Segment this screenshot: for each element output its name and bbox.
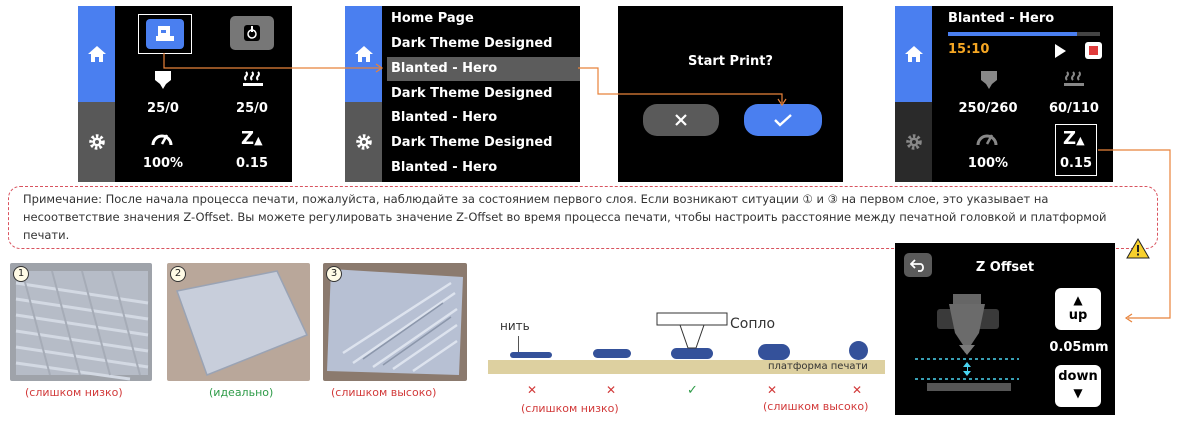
mark-ok: ✓ <box>687 383 698 398</box>
cancel-button[interactable] <box>643 104 719 136</box>
caption-diagram-high: (слишком высоко) <box>763 400 869 413</box>
filament-button[interactable] <box>230 16 274 50</box>
photo-too-high: 3 <box>323 263 467 381</box>
caption-too-low: (слишком низко) <box>25 386 123 399</box>
file-list-item[interactable]: Blanted - Hero <box>391 160 498 175</box>
close-icon <box>675 114 687 126</box>
photo-number: 1 <box>13 266 29 282</box>
layer-diagram: платформа печати нить Сопло ✕ ✕ ✓ ✕ ✕ (с… <box>488 300 886 420</box>
mark-high: ✕ <box>767 383 778 397</box>
photo-number: 3 <box>326 266 342 282</box>
print-time: 15:10 <box>948 42 990 57</box>
file-list-item[interactable]: Home Page <box>391 11 474 26</box>
mark-too-low: ✕ <box>527 383 538 397</box>
z-up-button[interactable]: ▲ up <box>1055 288 1101 330</box>
print-title: Blanted - Hero <box>948 11 1055 26</box>
back-button[interactable] <box>904 253 932 277</box>
arrow-down-icon: ▼ <box>1073 386 1083 400</box>
filament-line-flat <box>593 349 631 358</box>
screen-printing: Blanted - Hero 15:10 250/260 60/110 Z▲ 1… <box>895 6 1113 182</box>
print-icon <box>146 19 184 49</box>
filament-line-round <box>849 341 868 360</box>
nozzle-temp-label: 250/260 <box>958 101 1018 116</box>
file-list-item[interactable]: Dark Theme Designed <box>391 135 553 150</box>
progress-track <box>948 32 1100 36</box>
screen-z-offset: Z Offset ▲ up 0.05mm down ▼ <box>895 243 1115 415</box>
print-file-button[interactable] <box>138 14 192 54</box>
nozzle-temp-label: 25/0 <box>147 101 179 116</box>
caption-perfect: (идеально) <box>209 386 274 399</box>
stop-icon <box>1089 46 1098 55</box>
hotend-icon <box>915 294 1019 391</box>
check-icon <box>774 114 792 127</box>
home-icon <box>354 46 373 62</box>
nozzle-icon <box>981 71 997 89</box>
filament-line-thick <box>758 344 790 360</box>
home-icon <box>87 46 106 62</box>
z-offset-icon: Z▲ <box>241 128 263 149</box>
nozzle-label: Сопло <box>730 316 776 332</box>
photo-number: 2 <box>170 266 186 282</box>
filament-line-flat <box>510 352 552 358</box>
speed-label: 100% <box>967 156 1009 171</box>
filament-label: нить <box>500 319 530 333</box>
screen-home: 25/0 25/0 Z▲ 100% 0.15 <box>78 6 292 182</box>
sidebar-home-button[interactable] <box>895 6 932 102</box>
back-icon <box>910 259 924 272</box>
sidebar-home-button[interactable] <box>345 6 382 102</box>
speed-gauge-icon <box>976 134 998 146</box>
gear-icon <box>88 134 105 150</box>
nozzle-icon <box>155 71 171 89</box>
z-offset-label: 0.15 <box>1059 156 1093 171</box>
mark-too-high: ✕ <box>852 383 863 397</box>
play-icon[interactable] <box>1053 43 1067 59</box>
warning-icon <box>1126 238 1150 259</box>
bed-heat-icon <box>243 71 263 86</box>
photo-too-low: 1 <box>10 263 152 381</box>
sidebar-settings-button[interactable] <box>78 102 115 182</box>
speed-gauge-icon <box>151 134 173 146</box>
speed-label: 100% <box>142 156 184 171</box>
caption-too-high: (слишком высоко) <box>331 386 437 399</box>
filament-line-ok <box>671 348 713 359</box>
platform-bar <box>488 360 885 374</box>
file-list-item[interactable]: Dark Theme Designed <box>391 36 553 51</box>
bed-temp-label: 60/110 <box>1049 101 1099 116</box>
filament-icon <box>244 25 260 41</box>
z-up-label: up <box>1068 308 1088 323</box>
file-list-item-selected[interactable]: Blanted - Hero <box>387 57 580 81</box>
progress-fill <box>948 32 1078 36</box>
sidebar-settings-button[interactable] <box>895 102 932 182</box>
arrow-up-icon: ▲ <box>1073 293 1083 307</box>
bed-heat-icon <box>1064 71 1084 86</box>
file-list-item[interactable]: Blanted - Hero <box>391 110 498 125</box>
filament-leader <box>518 336 519 352</box>
home-icon <box>904 46 923 62</box>
z-down-label: down <box>1058 369 1098 384</box>
note-box: Примечание: После начала процесса печати… <box>8 186 1158 249</box>
confirm-button[interactable] <box>744 104 822 136</box>
z-down-button[interactable]: down ▼ <box>1055 365 1101 407</box>
sidebar-settings-button[interactable] <box>345 102 382 182</box>
gear-icon <box>355 134 372 150</box>
stop-button[interactable] <box>1085 42 1102 59</box>
z-offset-button[interactable] <box>1055 124 1097 176</box>
nozzle-diagram-icon <box>656 312 728 349</box>
sidebar-home-button[interactable] <box>78 6 115 102</box>
platform-label: платформа печати <box>768 361 868 372</box>
photo-perfect: 2 <box>167 263 310 381</box>
screen-file-list: Home Page Dark Theme Designed Blanted - … <box>345 6 580 182</box>
z-offset-title: Z Offset <box>975 260 1035 275</box>
dialog-title: Start Print? <box>688 54 773 69</box>
caption-diagram-low: (слишком низко) <box>521 402 619 415</box>
gear-icon <box>905 134 922 150</box>
z-offset-label: 0.15 <box>235 156 269 171</box>
file-list-item[interactable]: Dark Theme Designed <box>391 86 553 101</box>
z-offset-icon: Z▲ <box>1063 128 1085 149</box>
z-offset-value: 0.05mm <box>1049 340 1109 355</box>
mark-low: ✕ <box>606 383 617 397</box>
bed-temp-label: 25/0 <box>236 101 268 116</box>
